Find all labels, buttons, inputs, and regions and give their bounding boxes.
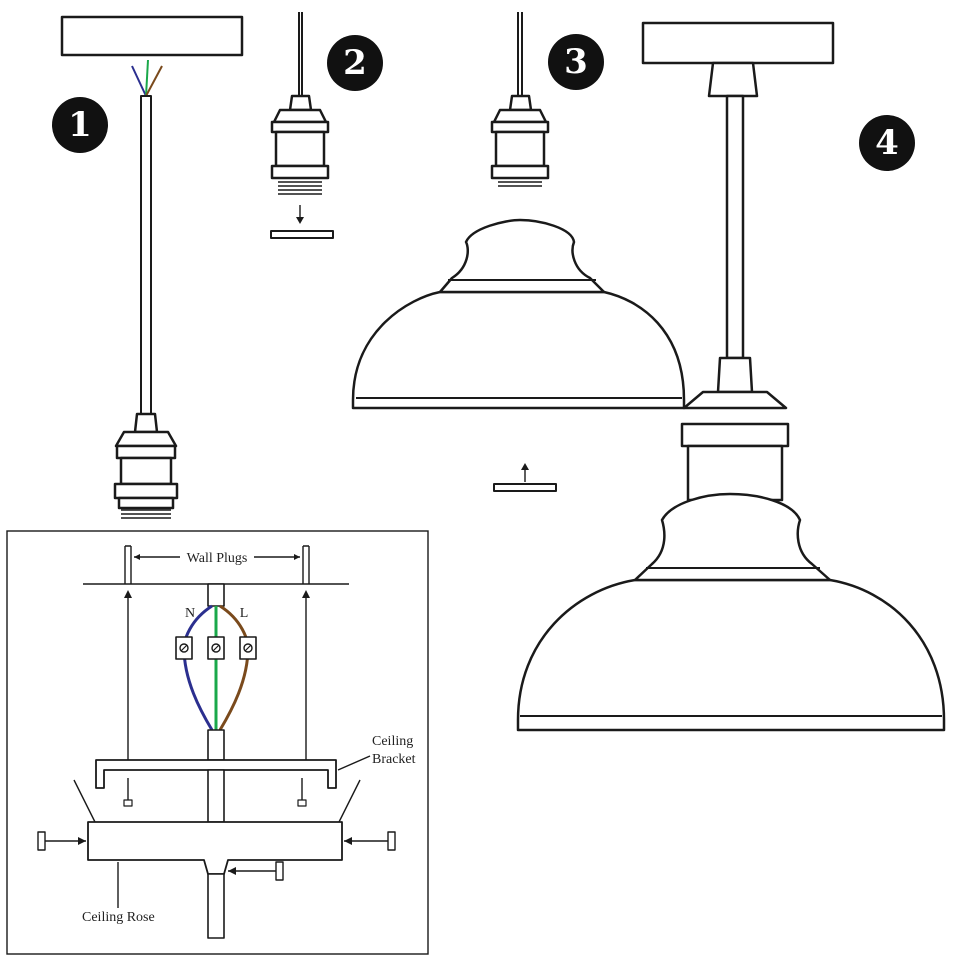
step1-lamp-holder	[113, 412, 179, 519]
step4-cable	[725, 94, 745, 360]
rose-screw-right	[344, 831, 396, 851]
step4-assembled-pendant	[516, 21, 946, 732]
step-badge-3: 3	[548, 34, 604, 90]
step3-shade-ring	[493, 483, 557, 492]
step1-pendant-cable	[60, 15, 244, 519]
step2-shade-ring	[270, 230, 334, 239]
ceiling-bracket-label-line2: Bracket	[372, 752, 416, 767]
wall-plug-right	[302, 545, 310, 584]
rose-grub-screw	[228, 861, 284, 881]
step4-shade	[516, 492, 946, 732]
rose-screw-left	[37, 831, 86, 851]
step1-wire-blue	[131, 65, 147, 97]
neutral-label: N	[185, 606, 195, 621]
ceiling-bracket	[95, 759, 337, 789]
step2-holder-and-ring	[270, 12, 334, 239]
wall-plugs-label: Wall Plugs	[187, 551, 248, 566]
step-badge-4: 4	[859, 115, 915, 171]
terminal-block-earth	[207, 636, 225, 660]
ceiling-bracket-label-line1: Ceiling	[372, 734, 413, 749]
wall-plug-left	[124, 545, 132, 584]
bracket-screw-left	[123, 778, 133, 807]
step3-shade	[351, 218, 686, 410]
live-label: L	[240, 606, 249, 621]
step3-holder-shade-ring	[351, 12, 686, 492]
step3-up-arrow	[521, 463, 529, 482]
step-badge-1: 1	[52, 97, 108, 153]
bracket-screw-right	[297, 778, 307, 807]
ceiling-rose-label: Ceiling Rose	[82, 910, 155, 925]
step2-down-arrow	[296, 205, 304, 224]
step1-ceiling-plate	[60, 15, 244, 57]
step1-wire-brown	[145, 65, 163, 97]
terminal-block-live	[239, 636, 257, 660]
step1-cable	[140, 95, 152, 415]
terminal-block-neutral	[175, 636, 193, 660]
step4-ceiling-plate	[641, 21, 835, 65]
wiring-detail-panel: Wall Plugs N L	[6, 530, 429, 955]
step-badge-2: 2	[327, 35, 383, 91]
step1-wire-green	[145, 59, 149, 97]
